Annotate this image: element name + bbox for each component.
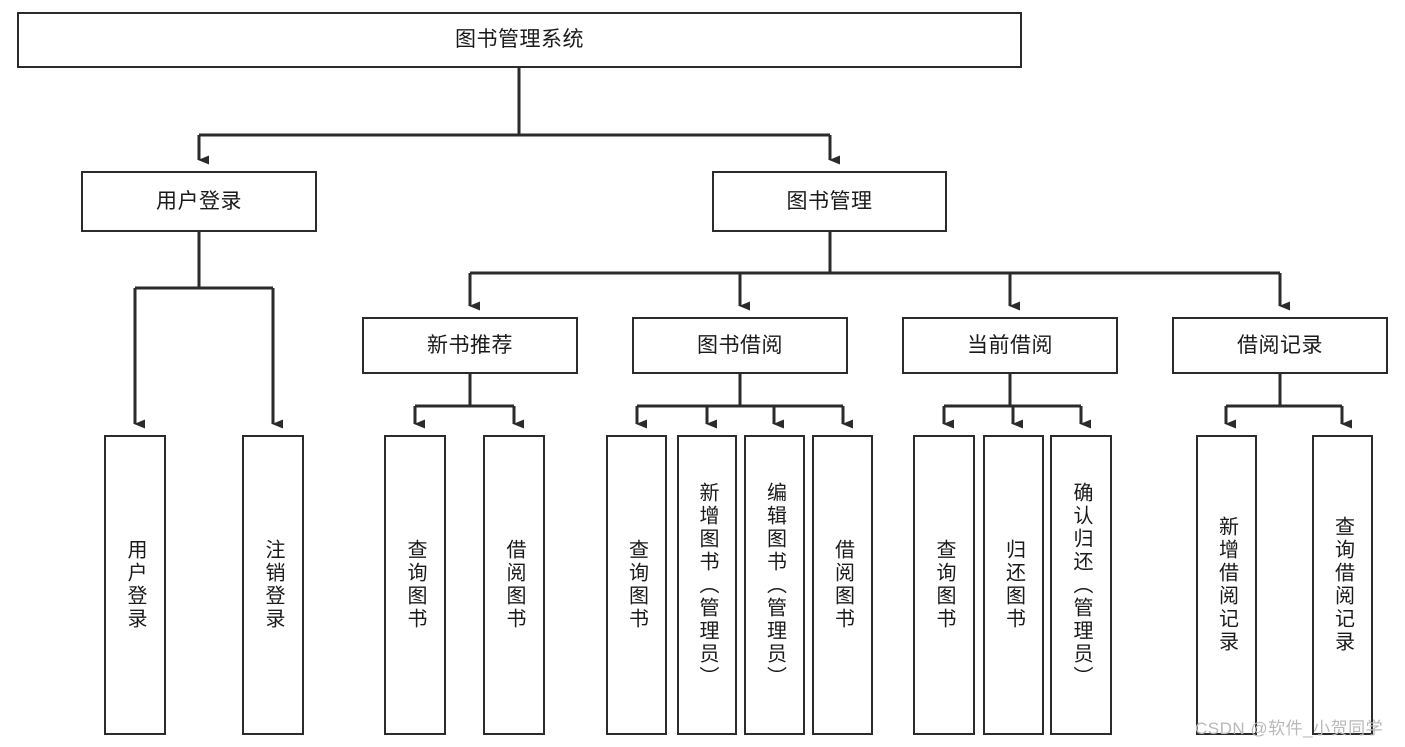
node-label: 注销登录 (262, 539, 284, 631)
node-label: 查询图书 (404, 539, 426, 631)
node-root-book-management-system[interactable]: 图书管理系统 (17, 12, 1022, 68)
leaf-borrow-book-recommend[interactable]: 借阅图书 (483, 435, 545, 735)
node-label: 图书借阅 (697, 333, 783, 357)
node-book-borrow[interactable]: 图书借阅 (632, 317, 848, 374)
node-label: 新书推荐 (427, 333, 513, 357)
node-label: 查询图书 (933, 539, 955, 631)
node-label: 用户登录 (124, 539, 146, 631)
node-user-login[interactable]: 用户登录 (81, 171, 317, 232)
node-label: 确认归还（管理员） (1070, 481, 1092, 689)
node-label: 借阅记录 (1237, 333, 1323, 357)
leaf-query-book-borrow[interactable]: 查询图书 (606, 435, 667, 735)
leaf-add-borrow-record[interactable]: 新增借阅记录 (1196, 435, 1257, 735)
node-label: 归还图书 (1002, 539, 1025, 631)
node-label: 查询借阅记录 (1331, 516, 1354, 654)
leaf-confirm-return-admin[interactable]: 确认归还（管理员） (1050, 435, 1112, 735)
node-label: 查询图书 (625, 539, 648, 631)
leaf-borrow-book[interactable]: 借阅图书 (812, 435, 873, 735)
node-label: 编辑图书（管理员） (763, 481, 786, 689)
leaf-add-book-admin[interactable]: 新增图书（管理员） (677, 435, 737, 735)
leaf-query-borrow-record[interactable]: 查询借阅记录 (1312, 435, 1373, 735)
node-label: 借阅图书 (503, 539, 525, 631)
leaf-return-book[interactable]: 归还图书 (983, 435, 1044, 735)
leaf-query-book-current[interactable]: 查询图书 (913, 435, 975, 735)
node-label: 借阅图书 (831, 539, 854, 631)
node-label: 图书管理系统 (455, 28, 584, 52)
leaf-query-book-recommend[interactable]: 查询图书 (384, 435, 446, 735)
node-label: 图书管理 (786, 189, 873, 213)
node-new-book-recommendation[interactable]: 新书推荐 (362, 317, 578, 374)
leaf-user-login[interactable]: 用户登录 (104, 435, 166, 735)
node-book-management[interactable]: 图书管理 (712, 171, 947, 232)
node-label: 用户登录 (156, 189, 242, 213)
node-borrow-records[interactable]: 借阅记录 (1172, 317, 1388, 374)
leaf-edit-book-admin[interactable]: 编辑图书（管理员） (744, 435, 805, 735)
node-current-borrow[interactable]: 当前借阅 (902, 317, 1118, 374)
node-label: 新增图书（管理员） (696, 481, 718, 689)
node-label: 新增借阅记录 (1215, 516, 1238, 654)
node-label: 当前借阅 (967, 333, 1053, 357)
leaf-logout[interactable]: 注销登录 (242, 435, 304, 735)
